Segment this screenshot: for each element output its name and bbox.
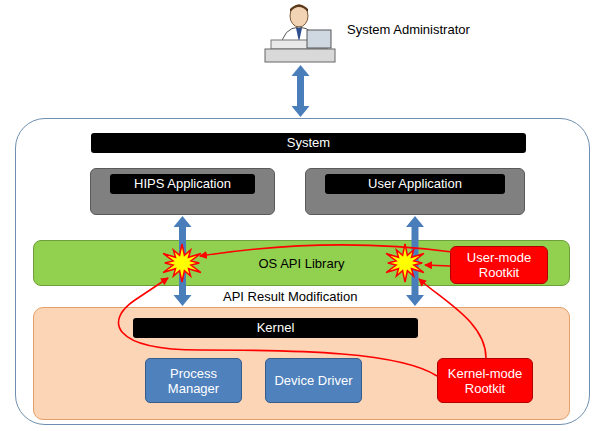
api-library-band: OS API Library User-mode Rootkit <box>33 240 570 286</box>
attack-arrow <box>419 279 486 358</box>
arrow-shaft <box>412 227 419 295</box>
arrow-shaft <box>297 76 304 106</box>
attack-arrow <box>119 278 437 376</box>
admin-figure: System Administrator <box>263 2 338 64</box>
application-box: HIPS Application <box>90 168 275 215</box>
bar-label: Kernel <box>133 318 418 338</box>
kernel-module-box: Device Driver <box>265 358 362 403</box>
arrow-head <box>406 295 424 306</box>
arrow-head <box>406 216 424 227</box>
api-call-arrow <box>406 216 424 306</box>
explosion-mark <box>386 244 424 282</box>
explosion-mark <box>163 244 201 282</box>
kernel-module-box: Process Manager <box>145 358 242 403</box>
kernel-band: KernelProcess Manager Device Driver Kernel… <box>33 307 570 420</box>
attack-arrow <box>425 265 450 266</box>
annotation-label: API Result Modification <box>220 289 360 304</box>
bar-label: HIPS Application <box>110 174 255 194</box>
box-label: Process Manager <box>150 366 237 396</box>
rootkit-box: User-mode Rootkit <box>450 246 548 284</box>
attack-arrow <box>200 245 452 256</box>
box-label: System Administrator <box>347 22 422 37</box>
arrow-head <box>174 295 192 306</box>
rootkit-box: Kernel-mode Rootkit <box>437 358 533 403</box>
api-call-arrow <box>174 216 192 306</box>
application-box: User Application <box>305 168 525 215</box>
box-label: Device Driver <box>274 373 352 388</box>
admin-icon <box>263 2 338 64</box>
arrow-shaft <box>179 227 186 295</box>
api-call-arrow <box>292 65 310 117</box>
system-frame: SystemHIPS Application User ApplicationOS… <box>15 118 590 425</box>
arrow-head <box>174 216 192 227</box>
box-label: Kernel-mode Rootkit <box>442 366 528 396</box>
box-label: User-mode Rootkit <box>455 250 543 280</box>
bar-label: User Application <box>325 174 505 194</box>
bar-label: System <box>91 133 526 153</box>
arrow-head <box>292 106 310 117</box>
arrow-head <box>292 65 310 76</box>
box-label: OS API Library <box>259 256 345 271</box>
